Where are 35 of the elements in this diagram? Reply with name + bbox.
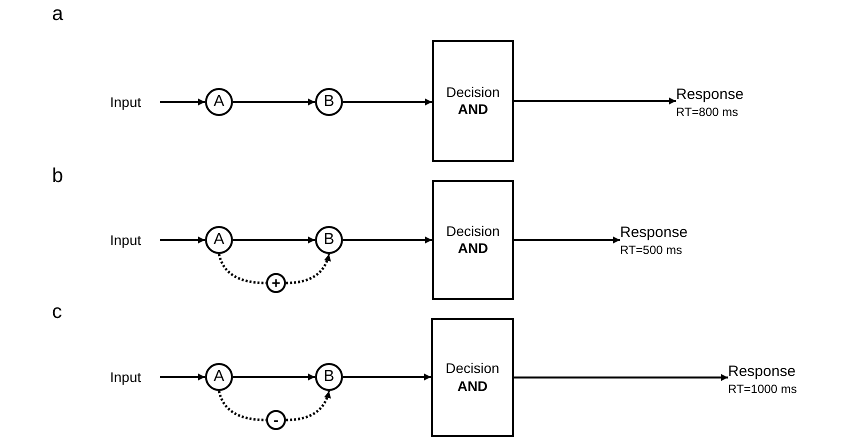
box-operator: AND <box>458 101 488 118</box>
input-label: Input <box>110 367 160 387</box>
arrow <box>233 374 315 380</box>
output-label: Response <box>620 224 688 243</box>
arrow <box>160 98 205 106</box>
arrow <box>343 374 431 380</box>
arrow <box>514 374 728 381</box>
box-operator: AND <box>457 378 488 395</box>
reaction-time-label: RT=1000 ms <box>728 382 797 397</box>
arrow <box>514 98 676 104</box>
box-operator: AND <box>458 240 488 258</box>
panel-letter: c <box>52 302 62 322</box>
arrow <box>233 236 315 244</box>
reaction-time-label: RT=800 ms <box>676 104 738 120</box>
arrow <box>343 98 432 106</box>
output-label: Response <box>676 86 744 105</box>
arrow <box>343 236 432 244</box>
decision-box <box>432 180 514 300</box>
dotted-arrow <box>286 254 331 284</box>
arrow <box>233 98 315 106</box>
arrow <box>514 236 620 244</box>
decision-box <box>432 40 514 162</box>
reaction-time-label: RT=500 ms <box>620 242 682 258</box>
dotted-arrow <box>286 390 331 422</box>
panel-letter: b <box>52 166 64 186</box>
box-title: Decision <box>446 360 500 378</box>
input-label: Input <box>110 92 160 112</box>
arrow <box>160 374 205 380</box>
input-label: Input <box>110 230 160 250</box>
output-label: Response <box>728 363 796 382</box>
panel-letter: a <box>52 4 64 24</box>
decision-box <box>431 318 514 437</box>
arrow <box>160 236 205 244</box>
box-title: Decision <box>446 222 500 240</box>
box-title: Decision <box>446 84 500 101</box>
